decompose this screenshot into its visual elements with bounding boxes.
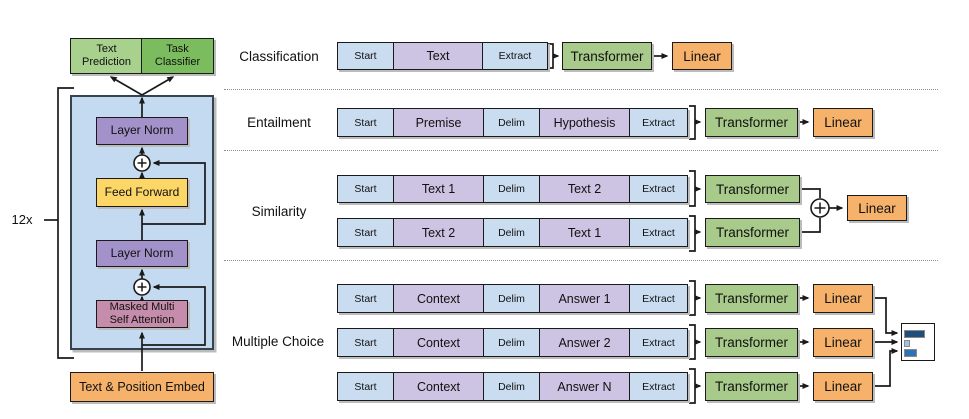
token-extract: Extract (482, 43, 547, 69)
classification-transformer-box: Transformer (562, 42, 652, 70)
token-context: Context (393, 329, 483, 356)
token-extract: Extract (629, 329, 687, 356)
token-start: Start (338, 285, 393, 312)
token-start: Start (338, 373, 393, 400)
task-label-similarity: Similarity (251, 203, 307, 219)
repeat-count-label: 12x (11, 212, 33, 227)
multiple-choice-transformer-box-2: Transformer (705, 328, 798, 357)
multiple-choice-input-strip-2: Start Context Delim Answer 2 Extract (337, 328, 688, 357)
multiple-choice-input-strip-3: Start Context Delim Answer N Extract (337, 372, 688, 401)
token-extract: Extract (629, 176, 687, 202)
task-label-multiple-choice: Multiple Choice (231, 333, 325, 349)
token-delim: Delim (483, 285, 539, 312)
token-text2: Text 2 (393, 219, 483, 246)
token-extract: Extract (629, 219, 687, 246)
token-answerN: Answer N (539, 373, 629, 400)
token-context: Context (393, 373, 483, 400)
multiple-choice-input-strip-1: Start Context Delim Answer 1 Extract (337, 284, 688, 313)
score-bar-1 (904, 330, 925, 338)
score-bar-2 (904, 340, 910, 347)
similarity-input-strip-1: Start Text 1 Delim Text 2 Extract (337, 175, 688, 203)
token-start: Start (338, 176, 393, 202)
task-classifier-box: Task Classifier (141, 38, 214, 74)
token-extract: Extract (629, 285, 687, 312)
token-text1: Text 1 (539, 219, 629, 246)
token-premise: Premise (393, 109, 483, 136)
task-label-entailment: Entailment (247, 114, 311, 130)
multiple-choice-transformer-box-1: Transformer (705, 284, 798, 313)
token-delim: Delim (483, 373, 539, 400)
multiple-choice-linear-box-2: Linear (813, 328, 873, 357)
section-divider (224, 260, 938, 261)
task-label-classification: Classification (239, 48, 319, 64)
score-bar-3 (904, 349, 917, 357)
multiple-choice-transformer-box-3: Transformer (705, 372, 798, 401)
token-text2: Text 2 (539, 176, 629, 202)
classification-linear-box: Linear (672, 42, 732, 70)
layer-norm-bottom-box: Layer Norm (96, 240, 188, 267)
token-extract: Extract (629, 373, 687, 400)
token-start: Start (338, 329, 393, 356)
entailment-input-strip: Start Premise Delim Hypothesis Extract (337, 108, 688, 137)
token-extract: Extract (629, 109, 687, 136)
masked-self-attention-box: Masked Multi Self Attention (96, 300, 188, 328)
token-start: Start (338, 43, 393, 69)
similarity-transformer-box-1: Transformer (705, 175, 800, 203)
token-context: Context (393, 285, 483, 312)
token-text: Text (393, 43, 482, 69)
add-icon (810, 198, 830, 218)
token-delim: Delim (483, 329, 539, 356)
entailment-transformer-box: Transformer (705, 108, 798, 137)
similarity-linear-box: Linear (847, 195, 907, 221)
multiple-choice-linear-box-3: Linear (813, 372, 873, 401)
token-hypothesis: Hypothesis (539, 109, 629, 136)
text-prediction-box: Text Prediction (70, 38, 143, 74)
multiple-choice-linear-box-1: Linear (813, 284, 873, 313)
token-answer2: Answer 2 (539, 329, 629, 356)
entailment-linear-box: Linear (813, 108, 873, 137)
token-delim: Delim (483, 109, 539, 136)
classification-input-strip: Start Text Extract (337, 42, 548, 70)
score-bars-icon (901, 323, 935, 361)
similarity-transformer-box-2: Transformer (705, 218, 800, 247)
section-divider (224, 150, 938, 151)
feed-forward-box: Feed Forward (96, 178, 188, 207)
section-divider (224, 89, 938, 90)
similarity-input-strip-2: Start Text 2 Delim Text 1 Extract (337, 218, 688, 247)
layer-norm-top-box: Layer Norm (96, 117, 188, 145)
token-answer1: Answer 1 (539, 285, 629, 312)
token-delim: Delim (483, 219, 539, 246)
token-text1: Text 1 (393, 176, 483, 202)
token-start: Start (338, 219, 393, 246)
text-position-embed-box: Text & Position Embed (70, 372, 214, 402)
token-start: Start (338, 109, 393, 136)
token-delim: Delim (483, 176, 539, 202)
